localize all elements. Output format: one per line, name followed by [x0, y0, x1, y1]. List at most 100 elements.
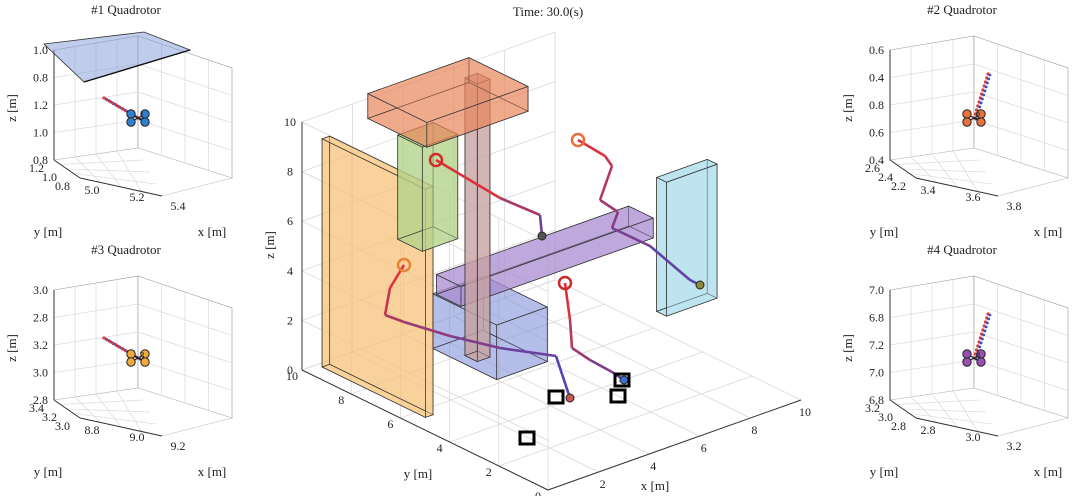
x-axis-label: x [m] — [641, 478, 670, 493]
panel-z-tick: 7.0 — [869, 366, 884, 380]
panel-z-tick: 6.8 — [869, 311, 884, 325]
start-marker — [557, 275, 573, 291]
main-title: Time: 30.0(s) — [513, 4, 583, 19]
quadrotor-rotor — [126, 357, 136, 367]
panel-z-tick: 3.2 — [33, 338, 48, 352]
trajectory-2 — [603, 155, 614, 167]
obstacle-green-box — [421, 134, 459, 252]
panel-trajectory-point — [980, 337, 984, 341]
trajectory-4 — [589, 358, 613, 374]
y-tick-label: 0 — [535, 489, 541, 496]
panel-trajectory-point — [983, 89, 987, 93]
panel-title: #4 Quadrotor — [927, 242, 997, 257]
quadrotor-number: 3 — [140, 351, 145, 362]
obstacle-top-slab — [366, 57, 529, 123]
quadrotor-number: 4 — [976, 351, 981, 362]
trajectory-2 — [577, 138, 606, 158]
y-tick-label: 6 — [387, 417, 393, 431]
panel-x-axis — [915, 177, 999, 197]
panel-y-tick: 3.2 — [42, 410, 57, 424]
trajectory-3 — [388, 264, 406, 289]
panel-y-tick: 1.2 — [29, 161, 44, 175]
x-tick-label: 8 — [751, 423, 757, 437]
panel-trajectory-point — [986, 81, 989, 85]
grid-line — [504, 297, 751, 419]
panel-y-tick: 3.2 — [865, 401, 880, 415]
panel-grid — [889, 119, 975, 133]
trajectory-3 — [384, 313, 405, 324]
quadrotor-rotor — [962, 357, 972, 367]
start-marker — [570, 132, 586, 148]
quadrotor-rotor — [962, 349, 972, 359]
trajectory-2 — [610, 211, 620, 229]
grid-line — [400, 327, 654, 419]
panel-grid — [931, 393, 958, 428]
grid-line — [301, 31, 556, 123]
panel-z-tick: 3.0 — [33, 283, 48, 297]
quadrotor-rotor — [140, 117, 150, 127]
grid-line — [498, 375, 752, 467]
panel-z-tick: 1.2 — [33, 98, 48, 112]
panel-grid — [137, 359, 233, 391]
panel-trajectory-point — [978, 345, 982, 349]
panel-trajectory-point — [984, 325, 988, 329]
z-tick-label: 8 — [287, 165, 293, 179]
trajectory-2 — [611, 226, 651, 248]
panel-y-axis — [889, 159, 917, 179]
panel-x-axis — [79, 177, 163, 197]
panel-x-label: x [m] — [198, 224, 227, 239]
panel-title: #3 Quadrotor — [91, 242, 161, 257]
goal-marker — [609, 388, 627, 404]
trajectory-4 — [571, 346, 591, 362]
panel-grid — [116, 390, 142, 432]
panel-trajectory-point — [982, 333, 986, 337]
trajectory-2 — [599, 198, 619, 214]
panel-grid — [53, 119, 139, 133]
quadrotor-rotor — [962, 109, 972, 119]
z-tick-label: 0 — [287, 363, 293, 377]
z-tick-label: 2 — [287, 313, 293, 327]
panel-z-tick: 0.8 — [33, 153, 48, 167]
panel-y-tick: 3.4 — [29, 401, 44, 415]
panel-z-tick: 0.6 — [869, 43, 884, 57]
panel-y-axis — [53, 159, 81, 179]
panel-x-tick: 3.8 — [1007, 199, 1022, 213]
panel-z-label: z [m] — [4, 94, 19, 122]
panel-y-label: y [m] — [34, 224, 63, 239]
panel-title: #1 Quadrotor — [91, 2, 161, 17]
panel-x-axis — [79, 417, 163, 437]
panel-z-tick: 7.2 — [869, 338, 884, 352]
panel-trajectory-point — [984, 85, 988, 89]
panel-x-label: x [m] — [1034, 464, 1063, 479]
z-axis-label: z [m] — [262, 231, 277, 259]
x-tick-label: 10 — [799, 405, 811, 419]
panel-trajectory-point — [988, 313, 992, 317]
quadrotor-rotor — [976, 357, 986, 367]
y-tick-label: 10 — [286, 369, 298, 383]
x-tick-label: 2 — [600, 477, 606, 491]
panel-grid — [973, 359, 1069, 391]
obstacle-purple-beam — [435, 205, 655, 287]
trajectory-3 — [383, 287, 392, 316]
panel-grid — [73, 173, 157, 185]
panel-trajectory-point — [978, 105, 982, 109]
y-axis-label: y [m] — [404, 466, 433, 481]
panel-y-label: y [m] — [34, 464, 63, 479]
z-tick-label: 6 — [287, 214, 293, 228]
obstacle-cyan-slab — [666, 163, 718, 317]
panel-grid — [973, 119, 1069, 151]
trajectory-1 — [435, 158, 501, 200]
z-tick-label: 4 — [287, 264, 293, 278]
panel-y-tick: 2.6 — [865, 161, 880, 175]
panel-y-label: y [m] — [870, 224, 899, 239]
panel-grid — [73, 413, 157, 425]
panel-z-tick: 0.6 — [869, 126, 884, 140]
trajectory-4 — [568, 319, 574, 349]
panel-trajectory-point — [979, 341, 983, 345]
obstacle-green-box — [396, 122, 459, 148]
panel-z-tick: 1.0 — [33, 126, 48, 140]
y-tick-label: 4 — [437, 441, 443, 455]
start-marker — [428, 152, 444, 168]
panel-trajectory-point — [986, 321, 989, 325]
x-tick-label: 4 — [650, 459, 656, 473]
